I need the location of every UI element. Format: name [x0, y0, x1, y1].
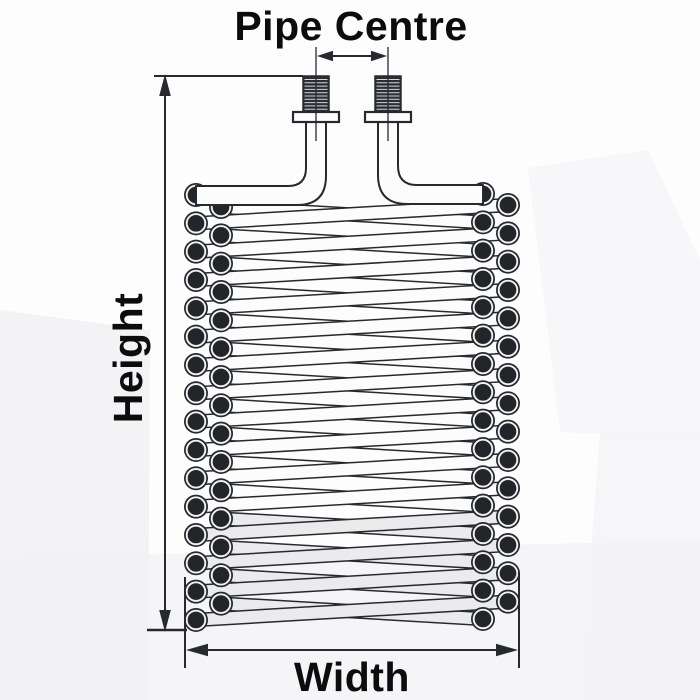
tube-end-ring	[210, 451, 232, 473]
tube-end-ring	[185, 213, 207, 234]
background-washes	[0, 150, 700, 700]
wash-top-right	[528, 150, 700, 440]
tube-end-ring	[472, 353, 494, 375]
tube-end-ring	[472, 467, 494, 488]
tube-end-ring	[185, 468, 207, 489]
tube-end-ring	[185, 411, 207, 432]
tube-end-ring	[497, 563, 519, 584]
tube-end-ring	[497, 223, 519, 244]
tube-end-ring	[497, 336, 519, 357]
tube-end-ring	[210, 593, 232, 614]
height-label: Height	[105, 293, 151, 424]
arrowhead-right-icon	[371, 50, 387, 62]
tube-end-ring	[185, 524, 207, 546]
tube-end-ring	[185, 609, 207, 631]
tube-end-ring	[210, 565, 232, 586]
right-pipe-elbow	[377, 121, 484, 205]
tube-end-ring	[497, 534, 519, 556]
wash-right	[580, 432, 700, 700]
tube-end-ring	[497, 194, 519, 216]
tube-end-ring	[185, 383, 207, 404]
tube-end-ring	[210, 225, 232, 246]
tube-end-ring	[472, 495, 494, 516]
left-pipe-elbow	[195, 121, 327, 206]
tube-end-ring	[210, 395, 232, 416]
tube-end-ring	[185, 269, 207, 291]
tube-end-ring	[185, 496, 207, 517]
arrowhead-left-icon	[186, 643, 208, 657]
tube-end-ring	[472, 608, 494, 630]
tube-end-ring	[210, 536, 232, 558]
tube-end-ring	[497, 506, 519, 527]
tube-end-ring	[497, 421, 519, 442]
tube-end-ring	[497, 279, 519, 301]
tube-end-ring	[472, 580, 494, 601]
tube-end-ring	[472, 212, 494, 233]
tube-end-ring	[472, 268, 494, 290]
tube-end-ring	[185, 581, 207, 602]
arrowhead-down-icon	[159, 610, 171, 632]
tube-end-ring	[472, 438, 494, 460]
tube-end-ring	[210, 366, 232, 388]
tube-end-ring	[185, 298, 207, 319]
tube-end-ring	[210, 253, 232, 274]
tube-end-ring	[497, 251, 519, 272]
width-dimension-arrow	[184, 572, 520, 668]
tube-end-ring	[497, 308, 519, 329]
tube-end-ring	[497, 449, 519, 471]
tube-end-ring	[472, 552, 494, 573]
tube-end-ring	[185, 241, 207, 262]
pipe-centre-arrow	[317, 50, 387, 62]
tube-end-ring	[210, 508, 232, 529]
tube-end-ring	[210, 423, 232, 444]
dimension-annotations	[147, 50, 520, 668]
coil-body	[184, 182, 520, 632]
arrowhead-left-icon	[317, 50, 333, 62]
tube-end-ring	[472, 410, 494, 431]
tube-end-ring	[210, 281, 232, 303]
arrowhead-up-icon	[159, 74, 171, 96]
tube-end-ring	[472, 240, 494, 261]
tube-end-ring	[185, 439, 207, 461]
arrowhead-right-icon	[496, 643, 518, 657]
tube-end-ring	[210, 480, 232, 501]
tube-end-ring	[472, 523, 494, 545]
tube-end-ring	[497, 591, 519, 612]
tube-end-ring	[472, 297, 494, 318]
inlet-outlet-fittings	[195, 47, 484, 206]
tube-end-ring	[185, 326, 207, 347]
height-dimension-arrow	[147, 74, 303, 632]
tube-end-ring	[472, 325, 494, 346]
tube-end-ring	[210, 310, 232, 331]
tube-end-ring	[497, 364, 519, 386]
tube-end-ring	[497, 393, 519, 414]
tube-end-ring	[497, 478, 519, 499]
tube-end-ring	[210, 338, 232, 359]
width-label: Width	[294, 654, 410, 700]
tube-end-ring	[185, 553, 207, 574]
tube-end-ring	[185, 354, 207, 376]
wash-bottom	[0, 540, 700, 700]
tube-end-ring	[472, 382, 494, 403]
pipe-centre-label: Pipe Centre	[234, 3, 467, 49]
